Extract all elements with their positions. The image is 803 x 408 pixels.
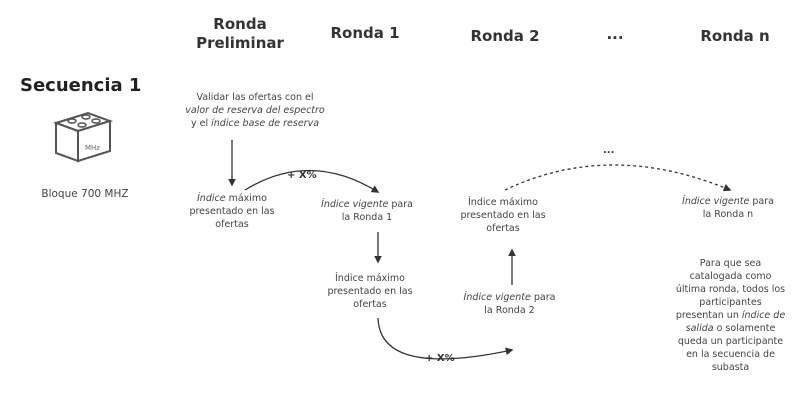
sequence-title: Secuencia 1 xyxy=(20,75,142,96)
header-ellipsis: ... xyxy=(606,25,624,43)
max-r2-line3: ofertas xyxy=(486,223,520,234)
arrow-r2-to-rn-dashed xyxy=(504,164,732,192)
cube-label: MHz xyxy=(85,144,100,152)
block-cube-icon: MHz xyxy=(52,111,114,163)
block-label: Bloque 700 MHZ xyxy=(41,188,129,200)
header-ronda-preliminar-line2: Preliminar xyxy=(196,34,284,52)
preliminar-line3: ofertas xyxy=(215,219,249,230)
vigente-r2-italic: Índice vigente xyxy=(463,292,531,303)
validar-ofertas-text: Validar las ofertas con el valor de rese… xyxy=(170,91,340,130)
maximo-ronda-1: Índice máximo presentado en las ofertas xyxy=(320,272,420,311)
final-note-line9: subasta xyxy=(711,362,750,373)
preliminar-line2: presentado en las xyxy=(189,206,275,217)
final-round-note: Para que sea catalogada como última rond… xyxy=(668,257,793,374)
vigente-rn-rest: para xyxy=(749,196,774,207)
final-note-line6-a: salida xyxy=(685,323,714,334)
arrow-preliminar-to-r1 xyxy=(244,169,380,193)
preliminar-line1-rest: máximo xyxy=(225,193,267,204)
final-note-line6: salida o solamente xyxy=(668,322,793,335)
final-note-line5-b: índice de xyxy=(741,310,786,321)
validar-line1: Validar las ofertas con el xyxy=(196,92,314,103)
final-note-line3: última ronda, todos los xyxy=(675,284,786,295)
preliminar-line1: Índice máximo xyxy=(182,192,282,205)
plus-percent-top: + X% xyxy=(287,170,317,181)
vigente-r2-line1: Índice vigente para xyxy=(452,291,567,304)
preliminar-indice-maximo: Índice máximo presentado en las ofertas xyxy=(182,192,282,231)
vigente-ronda-n: Índice vigente para la Ronda n xyxy=(668,195,788,221)
final-note-line1: Para que sea xyxy=(699,258,762,269)
final-note-line5: presentan un índice de xyxy=(668,309,793,322)
max-r1-line1: Índice máximo xyxy=(335,273,405,284)
validar-line3: y el índice base de reserva xyxy=(170,117,340,130)
preliminar-line1-italic: Índice xyxy=(197,193,226,204)
header-ronda-2: Ronda 2 xyxy=(470,27,540,45)
vigente-rn-italic: Índice vigente xyxy=(682,196,750,207)
final-note-line5-a: presentan un xyxy=(675,310,742,321)
vigente-r1-rest: para xyxy=(388,199,413,210)
header-ronda-n: Ronda n xyxy=(700,27,770,45)
max-r1-line2: presentado en las xyxy=(327,286,413,297)
header-ronda-1: Ronda 1 xyxy=(330,24,400,42)
arrow-r1-to-r2 xyxy=(377,317,514,360)
validar-line3-a: y el xyxy=(190,118,212,129)
header-ronda-preliminar: Ronda Preliminar xyxy=(185,15,295,53)
final-note-line7: queda un participante xyxy=(677,336,784,347)
validar-line3-b: índice base de reserva xyxy=(211,118,320,129)
header-ronda-preliminar-line1: Ronda xyxy=(213,15,267,33)
vigente-r1-line2: la Ronda 1 xyxy=(341,212,393,223)
maximo-ronda-2: Índice máximo presentado en las ofertas xyxy=(453,196,553,235)
vigente-r2-rest: para xyxy=(530,292,556,303)
final-note-line8: en la secuencia de xyxy=(686,349,775,360)
validar-line2-italic: valor de reserva del espectro xyxy=(185,105,325,116)
validar-line2: valor de reserva del espectro xyxy=(170,104,340,117)
vigente-ronda-2: Índice vigente para la Ronda 2 xyxy=(452,291,567,317)
vigente-r2-line2: la Ronda 2 xyxy=(484,305,535,316)
max-r1-line3: ofertas xyxy=(353,299,387,310)
final-note-line6-b: o solamente xyxy=(713,323,776,334)
vigente-rn-line2: la Ronda n xyxy=(702,209,754,220)
final-note-line2: catalogada como xyxy=(689,271,772,282)
final-note-line4: participantes xyxy=(699,297,762,308)
vigente-r1-italic: Índice vigente xyxy=(321,199,389,210)
max-r2-line2: presentado en las xyxy=(460,210,546,221)
vigente-ronda-1: Índice vigente para la Ronda 1 xyxy=(312,198,422,224)
max-r2-line1: Índice máximo xyxy=(468,197,538,208)
ellipsis-arc-label: ... xyxy=(603,145,615,156)
vigente-r1-line1: Índice vigente para xyxy=(312,198,422,211)
vigente-rn-line1: Índice vigente para xyxy=(668,195,788,208)
